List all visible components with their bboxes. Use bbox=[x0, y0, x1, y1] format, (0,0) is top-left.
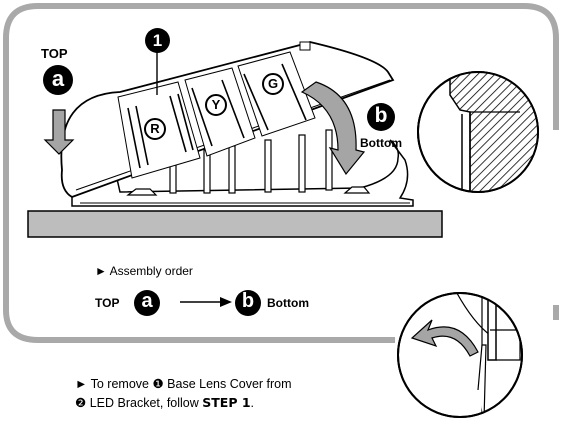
bracket-posts bbox=[169, 129, 333, 194]
curved-arrow bbox=[300, 81, 366, 176]
lens-r-label: R bbox=[144, 118, 166, 140]
marker-b: b bbox=[367, 103, 395, 131]
arrow-right-icon: ► bbox=[95, 264, 107, 278]
assembly-marker-a: a bbox=[134, 290, 160, 316]
instruction-line-2: ❷ LED Bracket, follow STEP 1. bbox=[75, 395, 255, 410]
arrow-right-icon: ► bbox=[75, 377, 88, 391]
marker-1: 1 bbox=[145, 28, 170, 53]
assembly-from-label: TOP bbox=[95, 296, 120, 310]
instruction-line-1: ► To remove ❶ Base Lens Cover from bbox=[75, 377, 292, 391]
lens-g-label: G bbox=[262, 73, 284, 95]
lens-y-label: Y bbox=[205, 94, 227, 116]
assembly-order-title: ► Assembly order bbox=[95, 265, 193, 277]
frame-border bbox=[2, 3, 559, 343]
assembly-arrow-head bbox=[220, 297, 232, 307]
base-plate bbox=[27, 210, 443, 238]
top-label: TOP bbox=[41, 46, 68, 61]
marker-a: a bbox=[43, 65, 73, 95]
assembly-to-label: Bottom bbox=[267, 296, 309, 310]
assembly-marker-b: b bbox=[235, 290, 261, 316]
bottom-label: Bottom bbox=[360, 136, 402, 150]
marker-1-inline: ❶ bbox=[152, 377, 164, 391]
down-arrow-left bbox=[43, 109, 75, 155]
step-reference: STEP 1 bbox=[202, 395, 251, 410]
curved-arrow-small bbox=[410, 319, 479, 357]
assembly-title-text: Assembly order bbox=[109, 264, 193, 278]
marker-2-inline: ❷ bbox=[75, 396, 87, 410]
